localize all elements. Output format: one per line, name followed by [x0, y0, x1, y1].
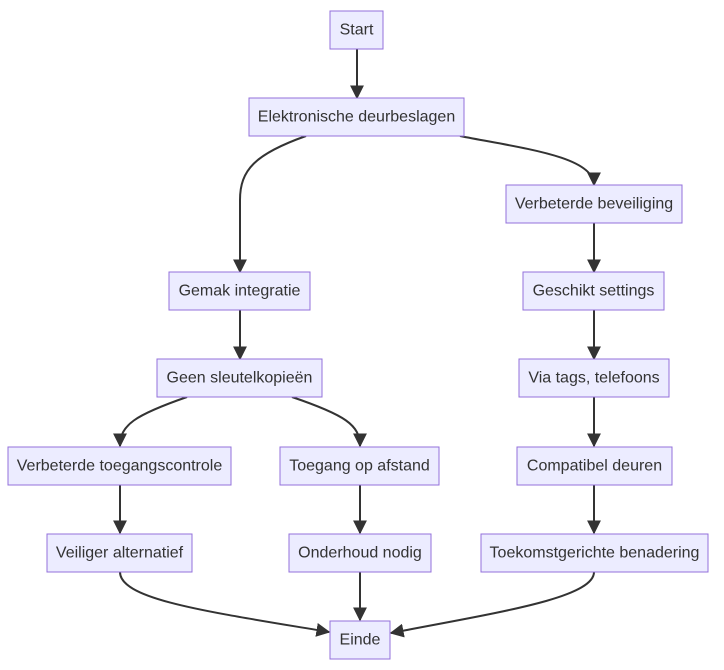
edges — [113, 49, 601, 638]
node-access-control: Verbeterde toegangscontrole — [7, 446, 232, 486]
node-compatible-label: Compatibel deuren — [527, 458, 662, 475]
node-integration: Gemak integratie — [168, 271, 311, 311]
edge-safer-end — [119, 571, 331, 637]
node-start-label: Start — [340, 22, 374, 39]
edge-future-end — [389, 571, 595, 638]
node-end-label: Einde — [340, 632, 381, 649]
node-future: Toekomstgerichte benadering — [480, 533, 709, 573]
edge-nokeys-access-control — [113, 396, 188, 448]
node-end: Einde — [329, 620, 391, 660]
node-integration-label: Gemak integratie — [179, 283, 301, 300]
edge-doorlocks-security — [459, 135, 601, 187]
node-nokeys-label: Geen sleutelkopieën — [167, 370, 313, 387]
node-safer: Veiliger alternatief — [46, 533, 193, 573]
node-safer-label: Veiliger alternatief — [56, 545, 184, 562]
node-tags: Via tags, telefoons — [518, 358, 670, 398]
node-settings: Geschikt settings — [522, 271, 665, 311]
node-remote-label: Toegang op afstand — [289, 458, 430, 475]
node-future-label: Toekomstgerichte benadering — [490, 545, 700, 562]
node-nokeys: Geen sleutelkopieën — [156, 358, 323, 398]
node-compatible: Compatibel deuren — [516, 446, 673, 486]
node-maintenance: Onderhoud nodig — [288, 533, 432, 573]
node-start: Start — [329, 10, 384, 50]
node-security-label: Verbeterde beveiliging — [515, 196, 673, 213]
node-tags-label: Via tags, telefoons — [528, 370, 659, 387]
node-doorlocks-label: Elektronische deurbeslagen — [258, 109, 455, 126]
node-security: Verbeterde beveiliging — [505, 184, 683, 224]
edge-nokeys-remote — [291, 396, 367, 448]
node-settings-label: Geschikt settings — [533, 283, 655, 300]
node-remote: Toegang op afstand — [279, 446, 440, 486]
edge-doorlocks-integration — [233, 135, 307, 274]
node-doorlocks: Elektronische deurbeslagen — [248, 97, 465, 137]
node-maintenance-label: Onderhoud nodig — [298, 545, 422, 562]
node-access-control-label: Verbeterde toegangscontrole — [17, 458, 223, 475]
